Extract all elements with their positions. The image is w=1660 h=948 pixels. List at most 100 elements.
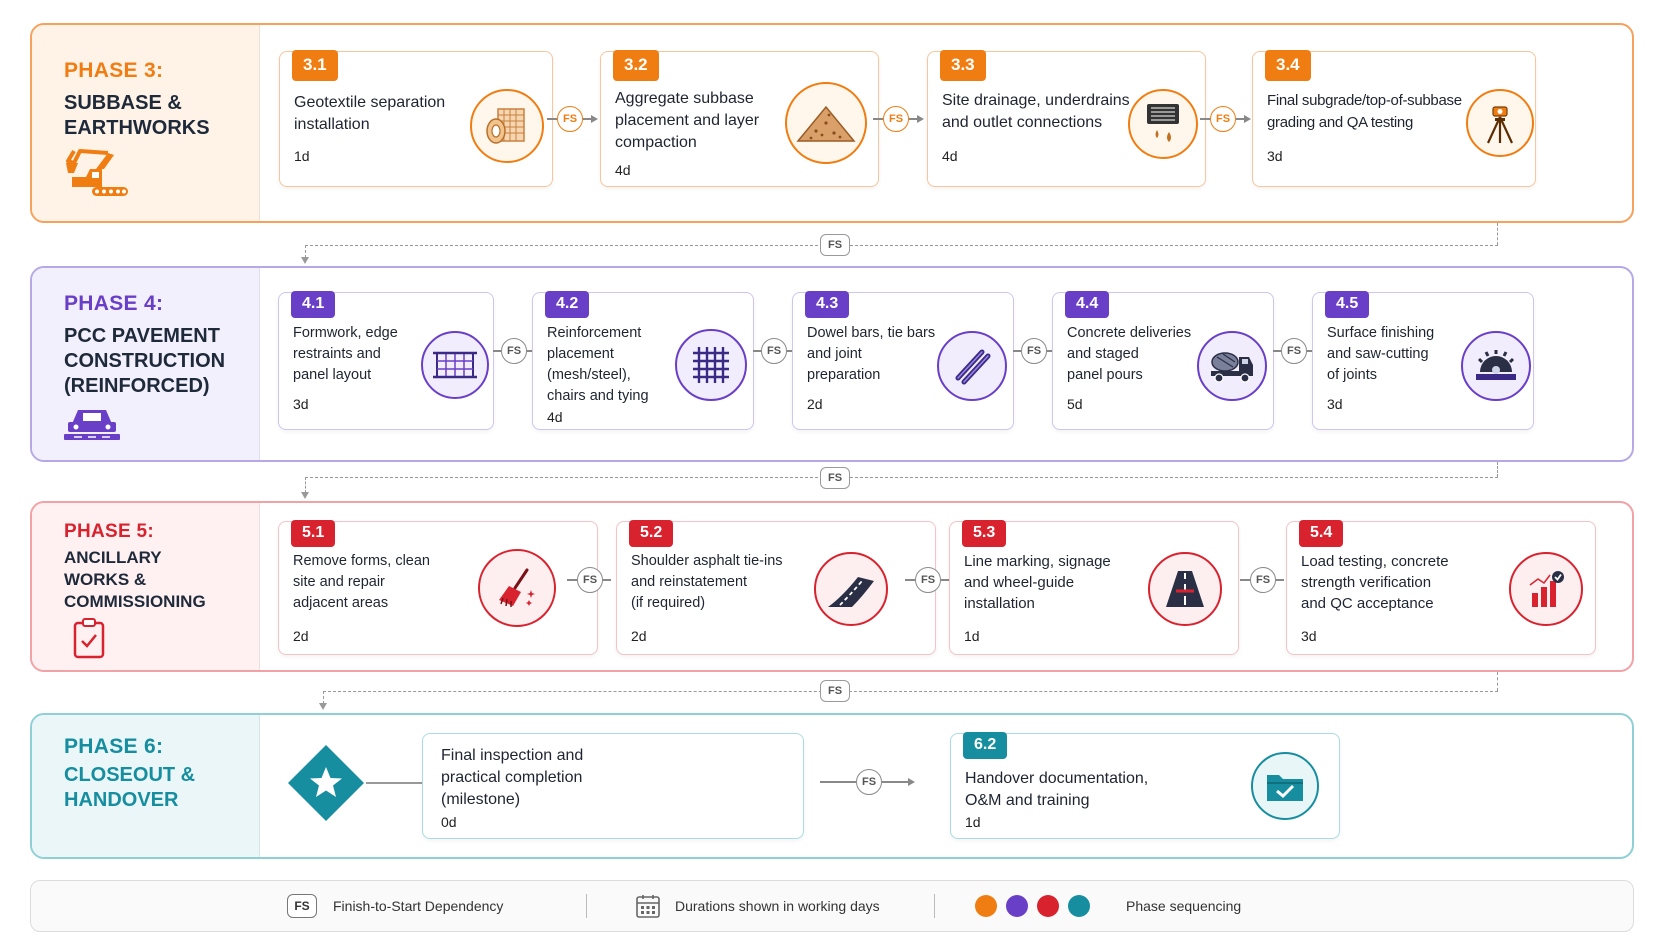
task-name: Aggregate subbase placement and layer co… bbox=[615, 90, 760, 151]
concrete-mixer-truck-icon bbox=[1197, 331, 1267, 401]
phase-fs-tag: FS bbox=[820, 234, 850, 256]
task-name: Site drainage, underdrains and outlet co… bbox=[942, 92, 1130, 131]
task-name: Load testing, concrete strength verifica… bbox=[1301, 553, 1449, 612]
legend-sequencing: Phase sequencing bbox=[975, 881, 1241, 931]
rebar-mesh-icon bbox=[675, 329, 747, 401]
fs-label: FS bbox=[1210, 106, 1236, 132]
phase-connector-arrow bbox=[301, 257, 309, 264]
clipboard-check-icon bbox=[73, 618, 105, 659]
task-5-3[interactable]: 5.3 Line marking, signage and wheel-guid… bbox=[949, 520, 1239, 655]
task-id-badge: 4.5 bbox=[1325, 291, 1370, 318]
task-duration: 1d bbox=[965, 814, 981, 830]
fs-label: FS bbox=[1021, 338, 1047, 364]
task-3-4[interactable]: 3.4 Final subgrade/top-of-subbase gradin… bbox=[1252, 50, 1536, 187]
phase-4-header: PHASE 4: PCC PAVEMENT CONSTRUCTION (REIN… bbox=[32, 268, 260, 460]
saw-blade-icon bbox=[1461, 331, 1531, 401]
fs-dependency-connector: FS bbox=[567, 567, 611, 593]
task-5-4[interactable]: 5.4 Load testing, concrete strength veri… bbox=[1286, 520, 1596, 655]
phase-number: PHASE 5: bbox=[64, 521, 155, 542]
task-duration: 0d bbox=[441, 814, 457, 830]
task-duration: 2d bbox=[293, 628, 309, 644]
task-id-badge: 3.4 bbox=[1265, 50, 1311, 81]
fs-label: FS bbox=[883, 106, 909, 132]
task-id-badge: 5.2 bbox=[629, 520, 674, 547]
road-curve-icon bbox=[814, 552, 888, 626]
task-duration: 3d bbox=[293, 396, 309, 412]
survey-tripod-icon bbox=[1466, 89, 1534, 157]
task-4-3[interactable]: 4.3 Dowel bars, tie bars and joint prepa… bbox=[792, 291, 1014, 430]
task-id-badge: 5.3 bbox=[962, 520, 1007, 547]
fs-dependency-connector: FS bbox=[1200, 106, 1251, 132]
phase-number: PHASE 3: bbox=[64, 59, 164, 82]
task-3-1[interactable]: 3.1 Geotextile separation installation 1… bbox=[279, 50, 553, 187]
task-3-3[interactable]: 3.3 Site drainage, underdrains and outle… bbox=[927, 50, 1206, 187]
task-id-badge: 4.1 bbox=[291, 291, 336, 318]
fs-dependency-connector: FS bbox=[873, 106, 924, 132]
milestone-star-icon bbox=[288, 745, 364, 821]
legend-durations: Durations shown in working days bbox=[635, 881, 880, 931]
excavator-icon bbox=[66, 149, 128, 196]
task-name: Reinforcement placement (mesh/steel), ch… bbox=[547, 325, 649, 404]
fs-dependency-connector: FS bbox=[1013, 338, 1055, 364]
phase-3-panel: PHASE 3: SUBBASE & EARTHWORKS 3.1 Geotex… bbox=[30, 23, 1634, 223]
task-4-4[interactable]: 4.4 Concrete deliveries and staged panel… bbox=[1052, 291, 1274, 430]
folder-check-icon bbox=[1251, 752, 1319, 820]
phase-title: SUBBASE & EARTHWORKS bbox=[64, 92, 210, 139]
task-duration: 3d bbox=[1267, 148, 1283, 164]
calendar-icon bbox=[636, 895, 660, 918]
task-3-2[interactable]: 3.2 Aggregate subbase placement and laye… bbox=[600, 50, 879, 187]
task-id-badge: 3.1 bbox=[292, 50, 338, 81]
task-5-1[interactable]: 5.1 Remove forms, clean site and repair … bbox=[278, 520, 598, 655]
task-name: Remove forms, clean site and repair adja… bbox=[293, 553, 430, 611]
task-id-badge: 3.3 bbox=[940, 50, 986, 81]
broom-icon bbox=[478, 549, 556, 627]
legend-divider bbox=[586, 894, 587, 918]
task-name: Handover documentation, O&M and training bbox=[965, 770, 1149, 809]
geotextile-roll-icon bbox=[470, 89, 544, 163]
task-id-badge: 5.4 bbox=[1299, 520, 1344, 547]
legend-dot-phase-5 bbox=[1037, 895, 1059, 917]
task-duration: 2d bbox=[631, 628, 647, 644]
phase-fs-tag: FS bbox=[820, 467, 850, 489]
phase-connector-arrow bbox=[319, 703, 327, 710]
task-id-badge: 4.2 bbox=[545, 291, 590, 318]
task-name: Shoulder asphalt tie-ins and reinstateme… bbox=[631, 553, 783, 611]
legend-fs-text: Finish-to-Start Dependency bbox=[333, 898, 504, 914]
fs-dependency-connector: FS bbox=[547, 106, 598, 132]
task-duration: 1d bbox=[964, 628, 980, 644]
phase-3-header: PHASE 3: SUBBASE & EARTHWORKS bbox=[32, 25, 260, 221]
task-4-1[interactable]: 4.1 Formwork, edge restraints and panel … bbox=[278, 291, 494, 430]
legend-fs-box: FS bbox=[287, 894, 317, 918]
task-5-2[interactable]: 5.2 Shoulder asphalt tie-ins and reinsta… bbox=[616, 520, 936, 655]
task-name: Dowel bars, tie bars and joint preparati… bbox=[807, 325, 936, 383]
task-duration: 4d bbox=[547, 409, 563, 425]
task-name: Formwork, edge restraints and panel layo… bbox=[293, 325, 398, 383]
phase-title: PCC PAVEMENT CONSTRUCTION (REINFORCED) bbox=[64, 325, 226, 397]
fs-dependency-connector: FS bbox=[753, 338, 795, 364]
task-duration: 2d bbox=[807, 396, 823, 412]
fs-label: FS bbox=[915, 567, 941, 593]
task-id-badge: 3.2 bbox=[613, 50, 659, 81]
task-name: Line marking, signage and wheel-guide in… bbox=[964, 553, 1111, 612]
phase-number: PHASE 4: bbox=[64, 292, 164, 315]
fs-label: FS bbox=[501, 338, 527, 364]
task-4-2[interactable]: 4.2 Reinforcement placement (mesh/steel)… bbox=[532, 291, 754, 430]
phase-connector-arrow bbox=[301, 492, 309, 499]
fs-dependency-connector: FS bbox=[820, 769, 915, 795]
task-id-badge: 4.3 bbox=[805, 291, 850, 318]
fs-dependency-connector: FS bbox=[493, 338, 535, 364]
phase-4-panel: PHASE 4: PCC PAVEMENT CONSTRUCTION (REIN… bbox=[30, 266, 1634, 462]
task-4-5[interactable]: 4.5 Surface finishing and saw-cutting of… bbox=[1312, 291, 1534, 430]
task-duration: 3d bbox=[1327, 396, 1343, 412]
task-6-2[interactable]: 6.2 Handover documentation, O&M and trai… bbox=[950, 732, 1340, 839]
phase-connector-line bbox=[305, 245, 1498, 246]
road-lanes-icon bbox=[1148, 552, 1222, 626]
fs-dependency-connector: FS bbox=[1273, 338, 1315, 364]
phase-5-panel: PHASE 5: ANCILLARY WORKS & COMMISSIONING… bbox=[30, 501, 1634, 672]
task-id-badge: 6.2 bbox=[963, 732, 1008, 759]
phase-5-header: PHASE 5: ANCILLARY WORKS & COMMISSIONING bbox=[32, 503, 260, 670]
phase-connector-line bbox=[305, 477, 1498, 478]
task-6-1-milestone[interactable]: Final inspection and practical completio… bbox=[422, 733, 804, 839]
task-name: Surface finishing and saw-cutting of joi… bbox=[1327, 325, 1435, 383]
task-duration: 1d bbox=[294, 148, 310, 164]
